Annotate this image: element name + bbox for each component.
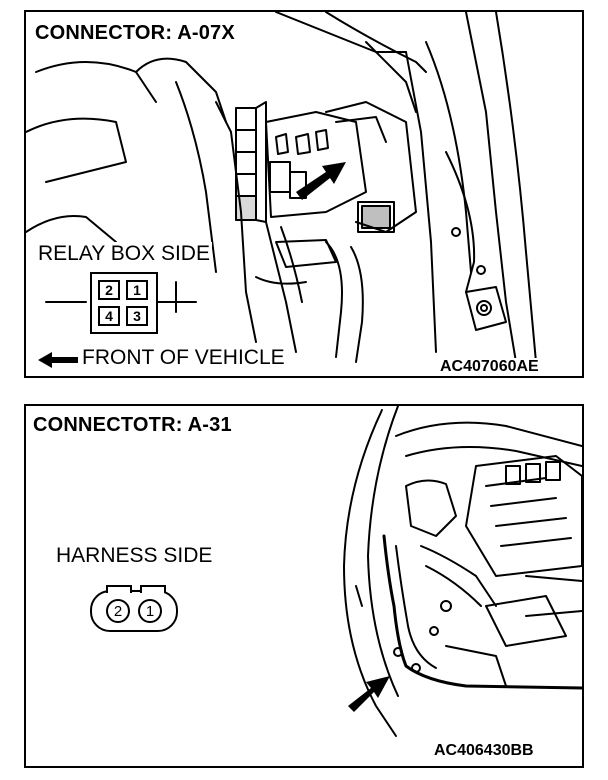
- front-of-vehicle-label: FRONT OF VEHICLE: [80, 346, 287, 370]
- pointer-arrow: [296, 162, 346, 200]
- pin-2: 2: [106, 599, 130, 623]
- connector-a07x-panel: CONNECTOR: A-07X RELAY BOX SIDE 2 1 4 3 …: [24, 10, 584, 378]
- relay-box-illustration: [26, 12, 537, 363]
- connector-latch: [140, 585, 166, 593]
- engine-bay-illustration: [343, 406, 582, 737]
- diagram-code: AC406430BB: [432, 742, 536, 760]
- pin-1: 1: [138, 599, 162, 623]
- two-pin-connector: 2 1: [90, 585, 178, 632]
- pin-2: 2: [98, 280, 120, 300]
- pin-1: 1: [126, 280, 148, 300]
- connector-title: CONNECTOTR: A-31: [30, 414, 235, 437]
- relay-box-side-label: RELAY BOX SIDE: [36, 242, 212, 266]
- connector-latch: [106, 585, 132, 593]
- connector-a31-panel: CONNECTOTR: A-31 HARNESS SIDE 2 1 AC4064…: [24, 404, 584, 768]
- pin-3: 3: [126, 306, 148, 326]
- diagram-code: AC407060AE: [438, 358, 541, 376]
- harness-side-label: HARNESS SIDE: [54, 544, 215, 568]
- pointer-arrow: [348, 676, 390, 712]
- connector-title: CONNECTOR: A-07X: [32, 22, 238, 45]
- left-arrow-icon: [38, 352, 78, 368]
- four-pin-connector: 2 1 4 3: [90, 272, 158, 334]
- pin-4: 4: [98, 306, 120, 326]
